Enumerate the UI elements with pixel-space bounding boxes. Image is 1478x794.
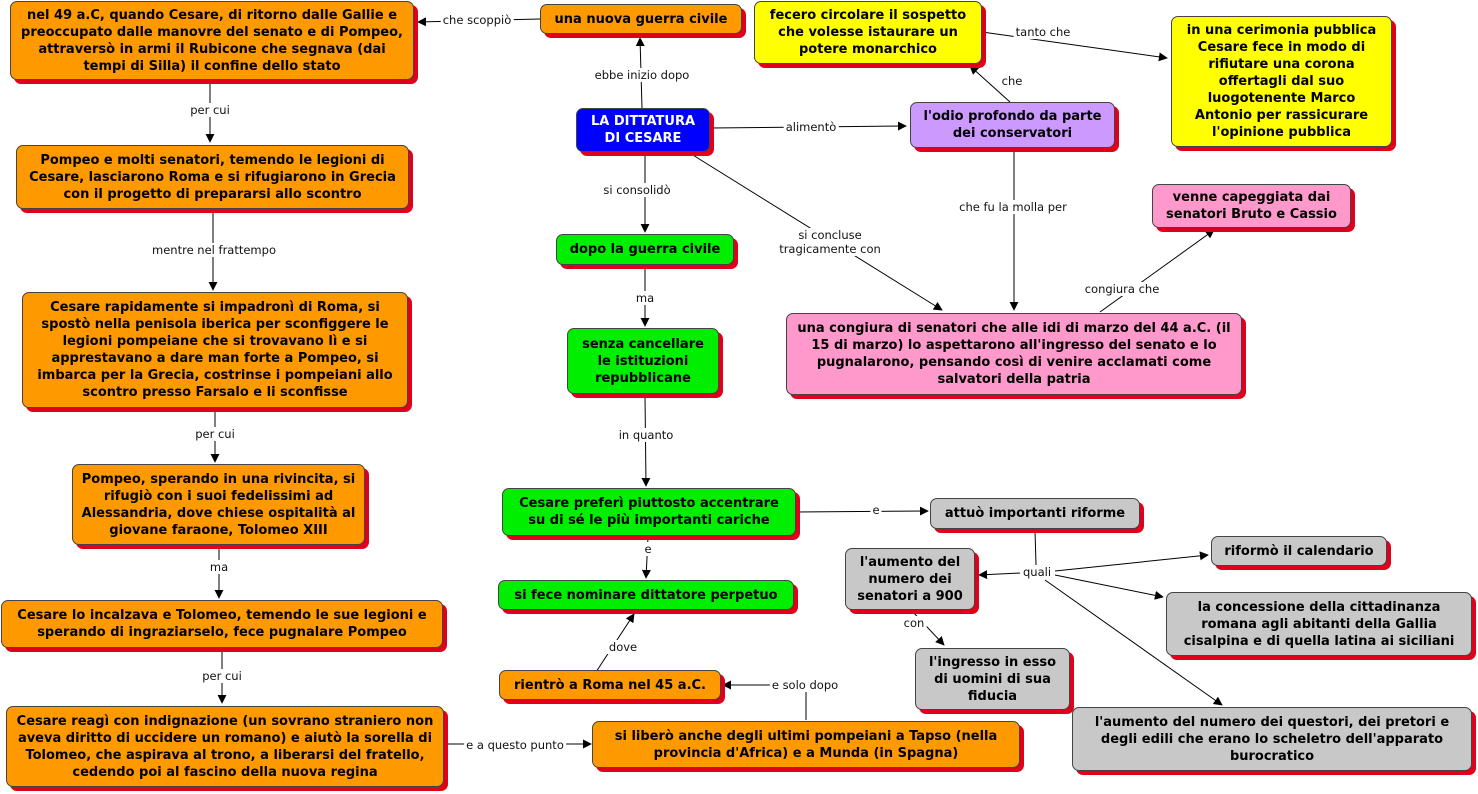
node-riformo-calendario[interactable]: riformò il calendario [1211, 536, 1387, 566]
node-cesare-rapidamente[interactable]: Cesare rapidamente si impadronì di Roma,… [22, 292, 408, 408]
link-label-si-consolido: si consolidò [601, 183, 673, 197]
link-label-e-2: e [642, 542, 654, 556]
node-cesare-reagi[interactable]: Cesare reagì con indignazione (un sovran… [6, 706, 444, 787]
link-label-ma-2: ma [207, 560, 231, 574]
node-aumento-senatori[interactable]: l'aumento del numero dei senatori a 900 [845, 548, 975, 610]
node-senza-cancellare[interactable]: senza cancellare le istituzioni repubbli… [567, 328, 719, 394]
link-label-ebbe-inizio-dopo: ebbe inizio dopo [592, 68, 692, 82]
node-pompeo-senatori[interactable]: Pompeo e molti senatori, temendo le legi… [16, 145, 409, 209]
node-accentrare-cariche[interactable]: Cesare preferì piuttosto accentrare su d… [502, 488, 796, 536]
link-label-mentre-nel-frattempo: mentre nel frattempo [150, 243, 278, 257]
link-label-tanto-che: tanto che [1013, 25, 1073, 39]
link-label-e-solo-dopo: e solo dopo [769, 678, 841, 692]
node-importanti-riforme[interactable]: attuò importanti riforme [930, 498, 1140, 529]
node-incalzava-tolomeo[interactable]: Cesare lo incalzava e Tolomeo, temendo l… [1, 600, 443, 648]
node-nuova-guerra-civile[interactable]: una nuova guerra civile [540, 4, 742, 34]
node-dopo-guerra-civile[interactable]: dopo la guerra civile [556, 234, 734, 265]
node-congiura-senatori[interactable]: una congiura di senatori che alle idi di… [786, 313, 1242, 395]
link-label-e-1: e [870, 503, 882, 517]
link-label-con: con [901, 616, 927, 630]
link-label-in-quanto: in quanto [616, 428, 676, 442]
link-label-alimento: alimentò [783, 120, 839, 134]
node-dittatura-di-cesare[interactable]: LA DITTATURA DI CESARE [576, 108, 710, 152]
link-label-si-concluse: si concluse tragicamente con [773, 228, 887, 256]
link-label-dove: dove [606, 640, 640, 654]
link-label-ma-1: ma [633, 291, 657, 305]
link-label-che-scoppio: che scoppiò [440, 13, 514, 27]
node-ingresso-uomini[interactable]: l'ingresso in esso di uomini di sua fidu… [915, 648, 1070, 710]
node-odio-conservatori[interactable]: l'odio profondo da parte dei conservator… [910, 102, 1115, 148]
link-label-per-cui-3: per cui [200, 669, 244, 683]
node-rientro-roma[interactable]: rientrò a Roma nel 45 a.C. [499, 670, 721, 700]
node-rubicone-49ac[interactable]: nel 49 a.C, quando Cesare, di ritorno da… [10, 1, 414, 80]
link-label-che: che [999, 74, 1025, 88]
node-questori-pretori[interactable]: l'aumento del numero dei questori, dei p… [1072, 707, 1472, 771]
node-cerimonia-corona[interactable]: in una cerimonia pubblica Cesare fece in… [1171, 16, 1392, 147]
node-sospetto-monarchico[interactable]: fecero circolare il sospetto che volesse… [754, 1, 982, 64]
link-label-e-a-questo-punto: e a questo punto [464, 738, 566, 752]
node-dittatore-perpetuo[interactable]: si fece nominare dittatore perpetuo [498, 580, 794, 610]
node-pompeo-rivincita[interactable]: Pompeo, sperando in una rivincita, si ri… [72, 464, 365, 545]
node-cittadinanza[interactable]: la concessione della cittadinanza romana… [1166, 592, 1472, 656]
link-label-molla: che fu la molla per [957, 200, 1069, 214]
link-label-per-cui-2: per cui [193, 427, 237, 441]
node-bruto-cassio[interactable]: venne capeggiata dai senatori Bruto e Ca… [1152, 184, 1351, 228]
link-label-quali: quali [1020, 565, 1054, 579]
link-label-congiura-che: congiura che [1082, 282, 1162, 296]
node-tapso-munda[interactable]: si liberò anche degli ultimi pompeiani a… [592, 721, 1020, 768]
link-label-per-cui-1: per cui [188, 103, 232, 117]
